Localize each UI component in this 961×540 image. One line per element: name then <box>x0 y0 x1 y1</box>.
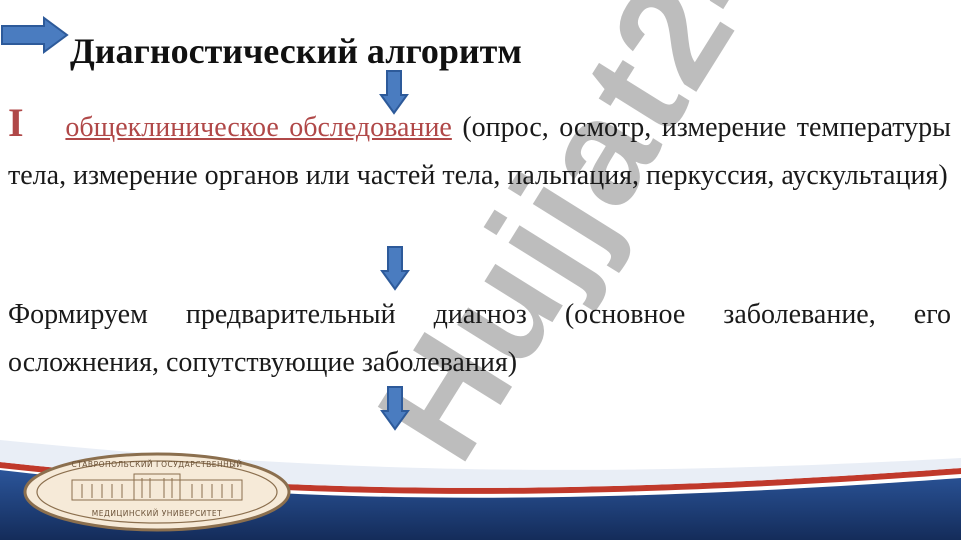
arrow-down-icon <box>380 246 410 291</box>
seal-bottom-text: МЕДИЦИНСКИЙ УНИВЕРСИТЕТ <box>92 509 222 518</box>
arrow-down-icon <box>380 386 410 431</box>
seal-top-text: СТАВРОПОЛЬСКИЙ ГОСУДАРСТВЕННЫЙ <box>71 460 242 469</box>
step-1-link[interactable]: общеклиническое обследование <box>65 112 452 143</box>
watermark-text: Hujjat24 <box>345 0 814 487</box>
step-1-details: (опрос, осмотр, измерение температуры те… <box>8 112 951 191</box>
page-title: Диагностический алгоритм <box>70 31 522 71</box>
arrow-right-icon <box>1 16 69 54</box>
step-2-paragraph: Формируем предварительный диагноз (основ… <box>8 299 951 378</box>
step-1-number: I <box>8 100 24 145</box>
step-1-paragraph: I общеклиническое обследование (опрос, о… <box>8 99 951 200</box>
university-seal: СТАВРОПОЛЬСКИЙ ГОСУДАРСТВЕННЫЙ МЕДИЦИНСК… <box>23 452 291 532</box>
arrow-down-icon <box>379 70 409 115</box>
building-icon <box>71 473 243 501</box>
